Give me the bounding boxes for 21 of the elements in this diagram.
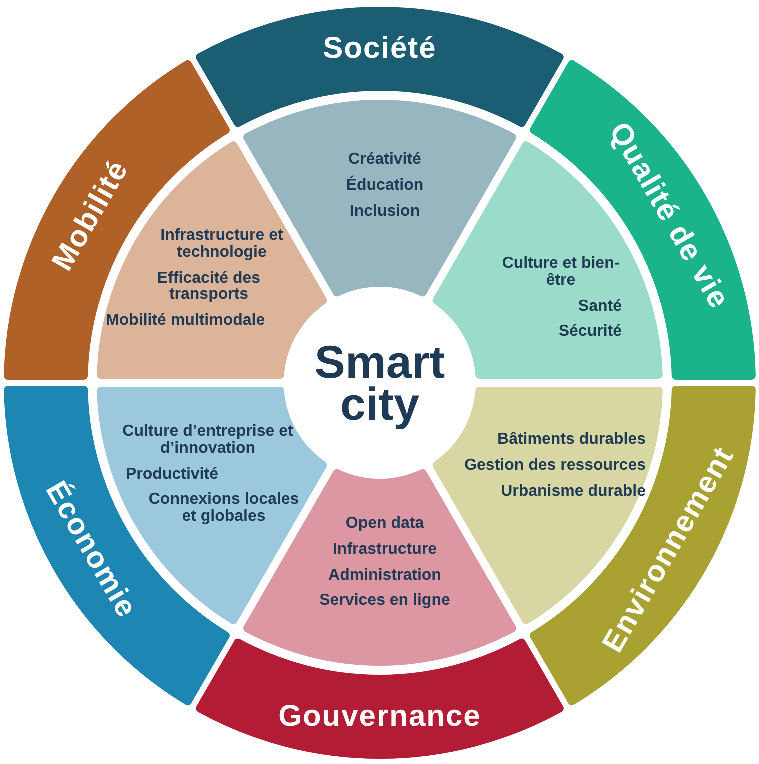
topic-label: Infrastructure et technologie bbox=[160, 228, 284, 262]
topic-label: Infrastructure bbox=[332, 542, 438, 559]
topic-label: Créativité bbox=[348, 152, 422, 169]
segment-title: Gouvernance bbox=[278, 702, 482, 732]
topic-label: Santé bbox=[578, 298, 622, 316]
topic-label: Inclusion bbox=[350, 204, 420, 220]
topic-label: Productivité bbox=[126, 466, 218, 483]
topic-label: Sécurité bbox=[558, 324, 622, 342]
topic-label: Efficacité des transports bbox=[156, 270, 262, 304]
topic-label: Administration bbox=[328, 568, 442, 584]
topic-label: Bâtiments durables bbox=[498, 432, 646, 448]
ring-segment bbox=[195, 6, 565, 129]
ring-segment bbox=[195, 637, 565, 760]
topic-label: Mobilité multimodale bbox=[106, 313, 266, 330]
topic-label: Culture d’entreprise et d’innovation bbox=[122, 424, 294, 458]
topic-label: Culture et bien-être bbox=[501, 256, 621, 290]
segment-title: Société bbox=[323, 34, 437, 64]
topic-label: Open data bbox=[346, 516, 424, 533]
topic-label: Services en ligne bbox=[320, 593, 450, 610]
topic-label: Connexions locales et globales bbox=[148, 492, 300, 526]
topic-label: Éducation bbox=[346, 178, 424, 195]
